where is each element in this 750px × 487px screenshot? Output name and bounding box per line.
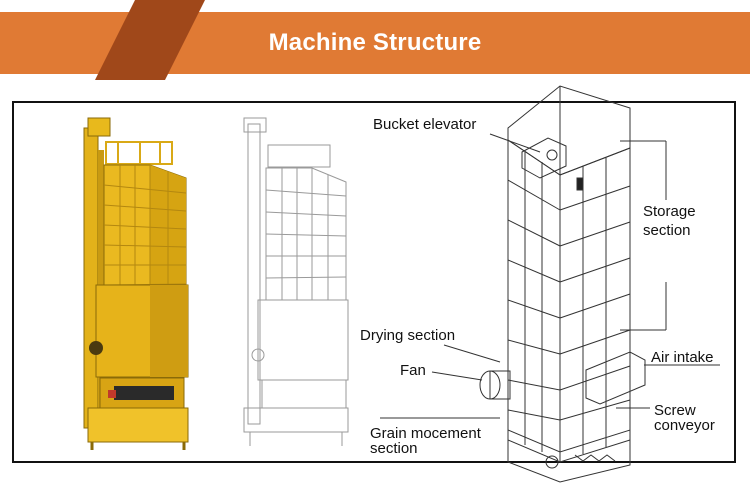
label-drying-section: Drying section xyxy=(360,327,456,344)
label-bucket-elevator: Bucket elevator xyxy=(373,116,477,133)
content-frame xyxy=(12,101,736,463)
label-storage-section-line1: Storage xyxy=(643,203,696,220)
banner-accent-stripe xyxy=(95,0,205,80)
label-air-intake: Air intake xyxy=(651,349,714,366)
outline-sketch xyxy=(243,117,349,446)
yellow-dryer-photo xyxy=(83,117,189,450)
page-title: Machine Structure xyxy=(268,29,482,56)
label-screw-conveyor-line2: conveyor xyxy=(654,417,715,434)
label-fan: Fan xyxy=(400,362,426,379)
label-grain-movement-line2: section xyxy=(370,440,418,457)
label-screw-conveyor-line1: Screw xyxy=(654,402,696,419)
label-storage-section-line2: section xyxy=(643,222,691,239)
leader-lines xyxy=(380,133,720,419)
structure-diagram xyxy=(479,85,646,483)
label-grain-movement-line1: Grain mocement xyxy=(370,425,481,442)
